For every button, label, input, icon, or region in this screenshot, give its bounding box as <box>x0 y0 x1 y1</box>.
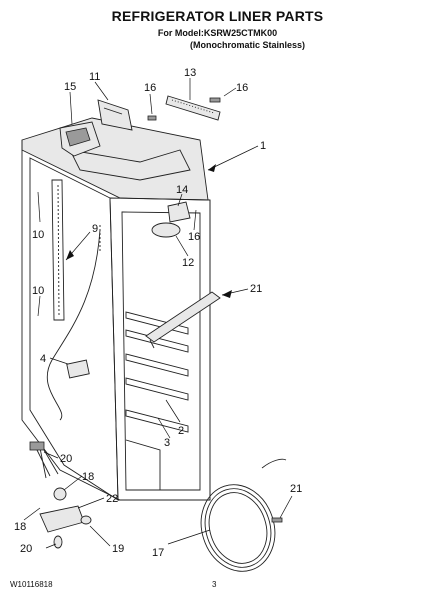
callout-9: 9 <box>92 223 98 235</box>
variant-line: (Monochromatic Stainless) <box>189 40 306 50</box>
bulb-20 <box>80 515 92 525</box>
screw-16-top <box>209 97 221 103</box>
callout-16-c: 16 <box>188 231 200 243</box>
screw-22 <box>271 517 283 523</box>
callout-24: 20 <box>60 453 72 465</box>
sensor-4 <box>66 359 90 379</box>
callout-2: 2 <box>178 425 184 437</box>
callout-23: 22 <box>106 493 118 505</box>
housing-15 <box>59 121 101 157</box>
callout-22: 21 <box>290 483 302 495</box>
callout-14: 14 <box>176 184 188 196</box>
callout-10-b: 10 <box>32 285 44 297</box>
light-assembly-14 <box>167 201 191 223</box>
bulb-20-lower <box>53 535 63 549</box>
bracket-11 <box>97 99 133 131</box>
page-number: 3 <box>212 580 217 589</box>
lamp-socket-18 <box>53 487 67 501</box>
lamp-housing-23 <box>39 505 85 533</box>
rail-21 <box>145 291 221 349</box>
callout-16-a: 16 <box>144 82 156 94</box>
callout-10-a: 10 <box>32 229 44 241</box>
callout-20-b: 20 <box>20 543 32 555</box>
leader-lines <box>23 78 293 549</box>
model-line: For Model:KSRW25CTMK00 <box>157 28 278 38</box>
callout-15: 15 <box>64 81 76 93</box>
callout-1: 1 <box>260 140 266 152</box>
callout-13: 13 <box>184 67 196 79</box>
callout-21: 21 <box>250 283 262 295</box>
callout-19: 17 <box>152 547 164 559</box>
tubing-coil-19 <box>200 458 287 572</box>
callout-18-b: 18 <box>14 521 26 533</box>
light-cover-12 <box>151 222 181 238</box>
callout-12: 12 <box>182 257 194 269</box>
screw-16-mid <box>147 115 157 121</box>
refrigerator-liner <box>21 117 211 501</box>
callout-18-a: 18 <box>82 471 94 483</box>
callout-3: 3 <box>164 437 170 449</box>
document-number: W10116818 <box>10 580 53 589</box>
callout-4: 4 <box>40 353 46 365</box>
harness-24 <box>29 441 59 479</box>
callout-16-b: 16 <box>236 82 248 94</box>
trim-strip-13 <box>165 95 221 121</box>
page-title: REFRIGERATOR LINER PARTS <box>111 8 324 24</box>
callout-11: 11 <box>89 71 100 83</box>
callout-20-a: 19 <box>112 543 124 555</box>
